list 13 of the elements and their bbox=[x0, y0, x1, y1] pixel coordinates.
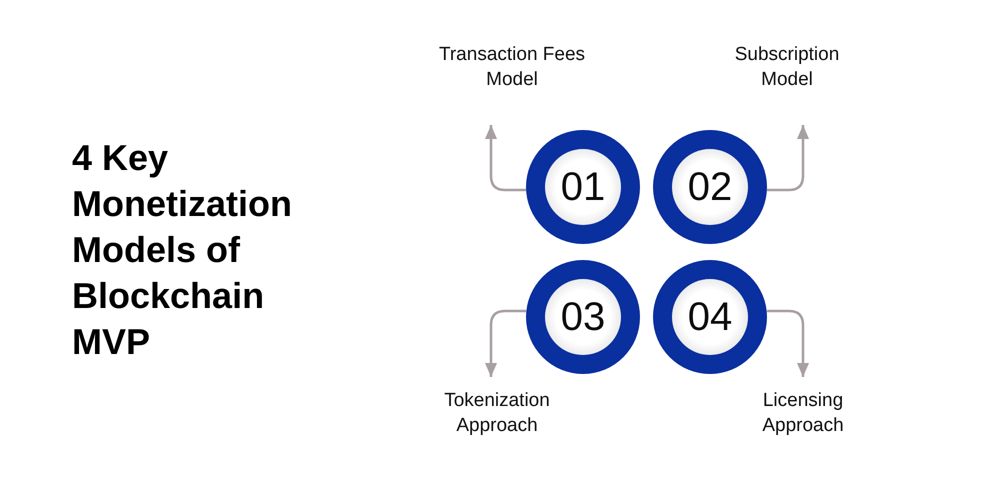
step-number: 03 bbox=[560, 295, 606, 339]
step-number: 01 bbox=[560, 165, 606, 209]
model-label: Licensing Approach bbox=[738, 388, 868, 438]
step-number: 02 bbox=[688, 165, 732, 209]
curved-arrow bbox=[767, 310, 809, 377]
model-label: Tokenization Approach bbox=[427, 388, 567, 438]
model-label: Subscription Model bbox=[722, 42, 852, 92]
model-label: Transaction Fees Model bbox=[430, 42, 594, 92]
curved-arrow bbox=[485, 310, 526, 377]
title-heading: 4 Key Monetization Models of Blockchain MVP bbox=[72, 136, 293, 364]
curved-arrow bbox=[485, 125, 526, 192]
step-number: 04 bbox=[688, 295, 732, 339]
curved-arrow bbox=[767, 125, 809, 192]
